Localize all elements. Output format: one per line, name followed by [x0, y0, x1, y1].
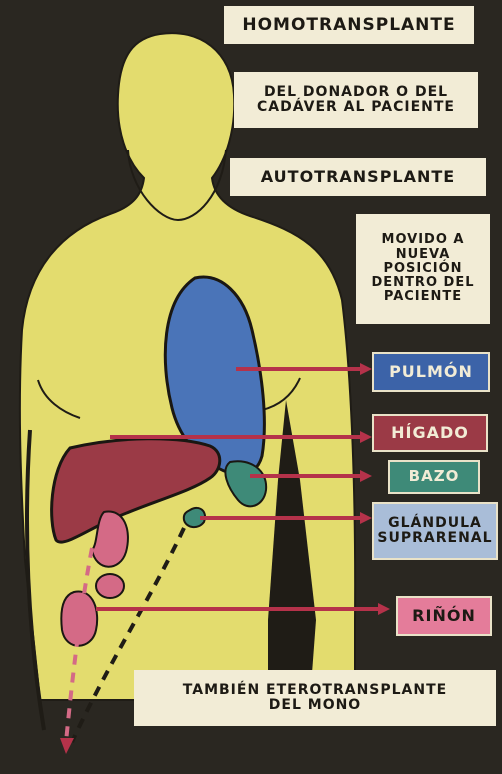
movido-line-5: PACIENTE: [384, 290, 462, 304]
movido-line-4: DENTRO DEL: [372, 276, 475, 290]
glandula-line-1: GLÁNDULA: [388, 516, 482, 531]
higado-text: HÍGADO: [391, 425, 469, 442]
movido-line-3: POSICIÓN: [383, 262, 462, 276]
donador-line-1: DEL DONADOR O DEL: [264, 85, 448, 100]
movido-line-2: NUEVA: [396, 248, 451, 262]
rinon-text: RIÑÓN: [412, 608, 476, 625]
label-autotransplante: AUTOTRANSPLANTE: [230, 158, 486, 196]
label-homotransplante: HOMOTRANSPLANTE: [224, 6, 474, 44]
autotransplante-text: AUTOTRANSPLANTE: [261, 168, 455, 186]
donador-line-2: CADÁVER AL PACIENTE: [257, 100, 455, 115]
bazo-text: BAZO: [409, 469, 460, 485]
tambien-line-2: DEL MONO: [269, 698, 361, 713]
homotransplante-text: HOMOTRANSPLANTE: [242, 16, 455, 35]
glandula-line-2: SUPRARENAL: [377, 531, 492, 546]
movido-line-1: MOVIDO A: [382, 233, 465, 247]
tambien-line-1: TAMBIÉN ETEROTRANSPLANTE: [183, 683, 447, 698]
label-donador: DEL DONADOR O DEL CADÁVER AL PACIENTE: [234, 72, 478, 128]
tag-glandula: GLÁNDULA SUPRARENAL: [372, 502, 498, 560]
tag-higado: HÍGADO: [372, 414, 488, 452]
tag-bazo: BAZO: [388, 460, 480, 494]
pulmon-text: PULMÓN: [389, 364, 473, 381]
label-tambien: TAMBIÉN ETEROTRANSPLANTE DEL MONO: [134, 670, 496, 726]
tag-rinon: RIÑÓN: [396, 596, 492, 636]
tag-pulmon: PULMÓN: [372, 352, 490, 392]
label-movido: MOVIDO A NUEVA POSICIÓN DENTRO DEL PACIE…: [356, 214, 490, 324]
kidney-middle: [96, 574, 124, 598]
